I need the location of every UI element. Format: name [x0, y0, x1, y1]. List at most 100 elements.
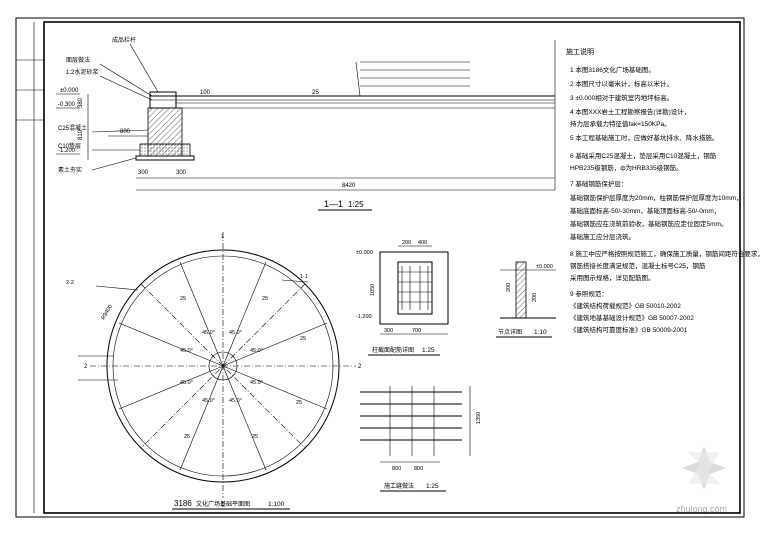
- column-outer: [379, 251, 449, 325]
- axis-label-left: 2: [84, 364, 88, 370]
- note-line-8: HPB235级钢筋，ф为HRB335级钢筋。: [570, 163, 683, 172]
- note-line-3: 3 ±0.000相对于建筑室内地坪标高。: [570, 93, 673, 102]
- section-title: 1—1: [324, 199, 343, 209]
- dim-800: 800: [120, 129, 131, 135]
- column-dim-300: 300: [384, 328, 393, 334]
- elevation-top: ±0.000: [60, 88, 79, 94]
- dim-100: 100: [200, 90, 211, 96]
- joint-dim-800a: 800: [392, 466, 401, 472]
- radial-dim-4: 25: [296, 400, 302, 406]
- callout-railing: 成品栏杆: [112, 36, 136, 44]
- angle-label-5: 45.0°: [229, 398, 242, 404]
- node-elev: ±0.000: [536, 264, 553, 270]
- dim-25: 25: [312, 90, 319, 96]
- label-1-1: 1-1: [300, 274, 308, 280]
- angle-label-3: 45.0°: [250, 348, 263, 354]
- radial-1: [179, 261, 224, 367]
- node-post: [515, 261, 527, 319]
- watermark-text: zhulong.com: [676, 504, 727, 514]
- watermark: zhulong.com: [676, 446, 727, 514]
- note-line-9: 7 基础钢筋保护层：: [570, 179, 627, 188]
- radial-dim-6: 25: [184, 434, 190, 440]
- elevation-mid: -0.300: [58, 102, 76, 108]
- label-2-2: 2-2: [66, 280, 74, 286]
- leader-top-1: [355, 61, 361, 97]
- radial-6: [179, 365, 224, 471]
- leader-2-2: [95, 285, 139, 291]
- radial-dim-3: 25: [300, 336, 306, 342]
- angle-label-7: 45.0°: [180, 380, 193, 386]
- note-line-1: 1 本图3186文化广场基础图。: [570, 65, 655, 74]
- note-line-18: 《建筑结构荷载规范》GB 50010-2002: [570, 301, 681, 310]
- note-line-19: 《建筑地基基础设计规范》GB 50007-2002: [570, 313, 694, 322]
- angle-label-2: 45.0°: [229, 330, 242, 336]
- dim-300a: 300: [138, 170, 149, 176]
- radial-5: [222, 365, 267, 471]
- section-scale: 1:25: [348, 200, 364, 209]
- note-line-15: 钢筋搭接长度满足规范，混凝土标号C25，钢筋: [570, 261, 706, 270]
- column-dim-1050: 1050: [370, 284, 376, 296]
- note-line-16: 采用图示规格，详见配筋图。: [570, 273, 655, 282]
- note-line-12: 基础钢筋应在浇筑前验收，基础钢筋应定位固定5mm。: [570, 219, 727, 228]
- node-dim-1: 200: [506, 283, 512, 292]
- axis-label-right: 2: [358, 364, 362, 370]
- plan-scale: 1:100: [268, 501, 285, 508]
- column-dim-700: 700: [412, 328, 421, 334]
- section-1-1: 成品栏杆 面层做法 1:2水泥砂浆 C25混凝土 C10垫层 素土夯实 ±0.0…: [56, 36, 556, 211]
- leader-1-1: [281, 279, 309, 283]
- radial-3: [222, 322, 328, 367]
- leader-1: [129, 43, 159, 93]
- note-line-13: 基础施工应分层浇筑。: [570, 232, 635, 241]
- callout-concrete: C25混凝土: [58, 124, 87, 132]
- callout-soil: 素土夯实: [58, 166, 82, 174]
- note-line-10: 基础钢筋保护层厚度为20mm，柱钢筋保护层厚度为10mm，: [570, 193, 743, 202]
- radial-2: [222, 261, 267, 367]
- leader-2: [99, 63, 153, 97]
- node-title: 节点详图: [498, 328, 522, 336]
- leader-6: [91, 157, 137, 171]
- column-elev-bottom: -1.200: [356, 314, 372, 320]
- joint-dim-800b: 800: [414, 466, 423, 472]
- radial-dim-1: 25: [180, 296, 186, 302]
- column-detail: 200 400 1050 700 300 ±0.000 -1.200 柱截面配筋…: [356, 240, 449, 356]
- elevation-bottom: -1.200: [58, 148, 76, 154]
- note-line-14: 8 施工中应严格按照规范施工，确保施工质量，钢筋间距符合要求，: [570, 249, 760, 258]
- circular-plan: 1 1 2 2 45.0° 45.0° 45.0° 45.0° 45.0° 45…: [66, 232, 362, 510]
- note-line-11: 基础底面标高-50/-30mm，基础顶面标高-50/-0mm，: [570, 206, 720, 215]
- notes-heading: 施工说明: [566, 47, 594, 56]
- node-dim-2: 200: [532, 293, 538, 302]
- outer-border: [15, 17, 745, 518]
- dim-810: 810: [78, 129, 84, 140]
- note-line-5: 持力层承载力特征值fak=150KPa。: [570, 119, 671, 128]
- watermark-logo-icon: [682, 446, 726, 490]
- column-elev-top: ±0.000: [356, 250, 373, 256]
- leader-3: [99, 75, 153, 101]
- axis-label-top: 1: [221, 234, 225, 240]
- dim-8420: 8420: [342, 183, 356, 189]
- node-scale: 1:10: [534, 329, 547, 336]
- column-core: [397, 261, 433, 315]
- leader-4: [91, 129, 149, 133]
- note-line-2: 2 本图尺寸以毫米计，标高以米计。: [570, 79, 673, 88]
- joint-dim-1350: 1350: [476, 412, 482, 424]
- construction-notes: 施工说明 1 本图3186文化广场基础图。 2 本图尺寸以毫米计，标高以米计。 …: [566, 47, 760, 334]
- axis-label-bottom: 1: [221, 502, 225, 508]
- radial-4: [222, 365, 328, 410]
- cushion-layer: [135, 155, 195, 161]
- angle-label-4: 45.0°: [250, 380, 263, 386]
- column-title: 柱截面配筋详图: [372, 346, 414, 354]
- note-line-20: 《建筑结构可靠度标准》GB 50009-2001: [570, 325, 688, 334]
- plan-title-number: 3186: [174, 499, 192, 508]
- plan-title-text: 文化广场基础平面图: [196, 500, 250, 508]
- column-dim-200: 200: [402, 240, 411, 246]
- angle-label-8: 45.0°: [180, 348, 193, 354]
- column-scale: 1:25: [422, 347, 435, 354]
- column-dim-400: 400: [418, 240, 427, 246]
- callout-cushion: C10垫层: [58, 142, 81, 150]
- note-line-4: 4 本图XXX岩土工程勘察报告(详勘)设计，: [570, 107, 690, 116]
- note-line-6: 5 本工程基础施工时，应做好基坑排水、降水措施。: [570, 133, 718, 142]
- dim-380: 380: [78, 97, 84, 108]
- footing-base: [139, 143, 191, 157]
- radial-dim-2: 25: [262, 296, 268, 302]
